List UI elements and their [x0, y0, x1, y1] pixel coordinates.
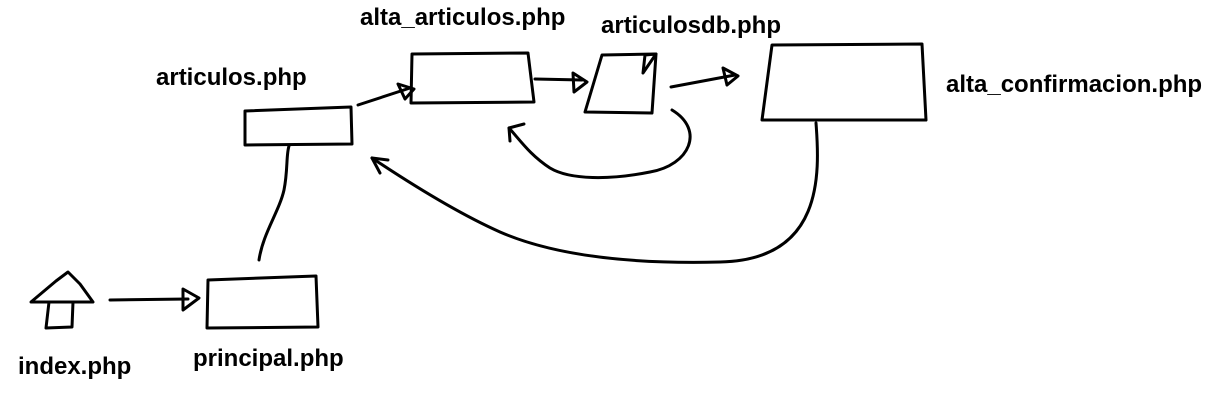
edge-index-to-principal — [108, 287, 201, 312]
alta-confirmacion-label: alta_confirmacion.php — [946, 71, 1203, 98]
edge-articulosdb-to-alta-articulos — [507, 108, 692, 180]
edge-articulos-to-alta-articulos — [356, 82, 416, 107]
alta-confirmacion-box — [760, 42, 928, 122]
index-house-icon — [29, 270, 95, 330]
index-label: index.php — [18, 353, 132, 380]
edge-alta-articulos-to-articulosdb — [533, 71, 589, 94]
principal-label: principal.php — [193, 345, 344, 372]
edge-articulosdb-to-alta-confirmacion — [669, 66, 740, 89]
principal-box — [205, 274, 320, 330]
alta-articulos-label: alta_articulos.php — [360, 4, 566, 31]
articulosdb-label: articulosdb.php — [601, 12, 781, 39]
edge-alta-confirmacion-to-articulos — [370, 121, 819, 264]
articulos-box — [243, 105, 354, 147]
articulos-label: articulos.php — [156, 64, 307, 91]
articulosdb-document — [583, 52, 658, 115]
edge-principal-to-articulos — [257, 144, 291, 262]
alta-articulos-box — [409, 51, 536, 105]
